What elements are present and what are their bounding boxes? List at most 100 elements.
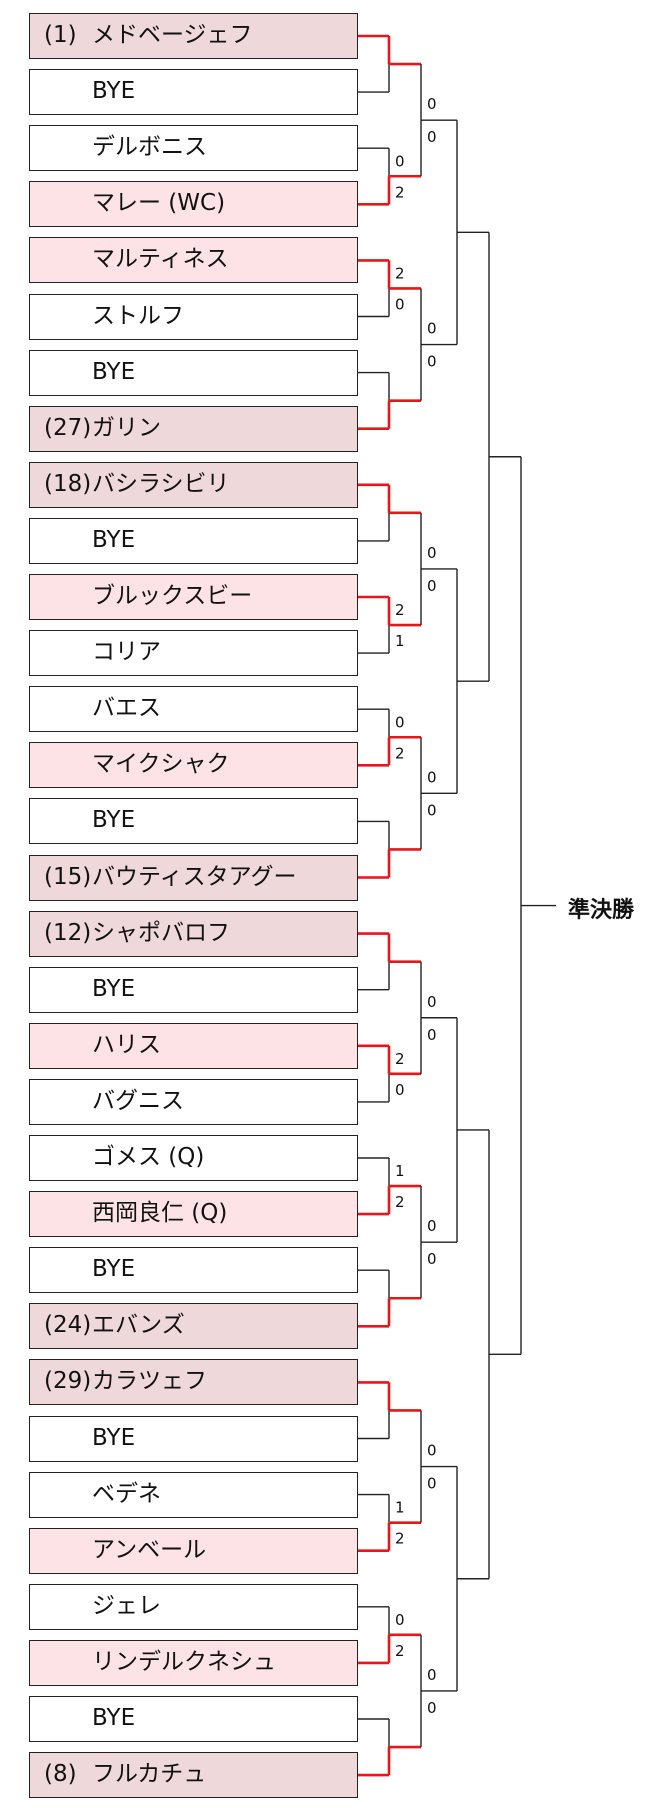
player-entry: BYE <box>29 349 358 396</box>
match-score: 0 <box>427 95 437 113</box>
player-entry: ストルフ <box>29 293 358 340</box>
player-entry: BYE <box>29 798 358 845</box>
player-name: カラツェフ <box>92 1368 207 1395</box>
player-name: 西岡良仁 (Q) <box>92 1200 228 1227</box>
player-name: フルカチュ <box>92 1761 207 1788</box>
match-score: 2 <box>395 264 405 282</box>
player-entry: BYE <box>29 966 358 1013</box>
player-name: アンベール <box>92 1536 207 1563</box>
match-score: 0 <box>427 1250 437 1268</box>
player-entry: (12)シャポバロフ <box>29 910 358 957</box>
player-seed: (27) <box>44 414 92 441</box>
match-score: 0 <box>427 1026 437 1044</box>
player-entry: ハリス <box>29 1022 358 1069</box>
player-entry: ブルックスビー <box>29 574 358 620</box>
match-score: 0 <box>427 1442 437 1460</box>
player-entry: BYE <box>29 1696 358 1742</box>
player-entry: バエス <box>29 686 358 733</box>
player-entry: BYE <box>29 1415 358 1462</box>
match-score: 1 <box>395 632 405 650</box>
player-name: ベデネ <box>92 1480 161 1507</box>
player-name: バシラシビリ <box>92 470 230 497</box>
player-name: BYE <box>92 975 136 1002</box>
match-score: 0 <box>427 1217 437 1235</box>
match-score: 0 <box>395 152 405 170</box>
match-score: 2 <box>395 1530 405 1548</box>
player-name: リンデルクネシュ <box>92 1648 276 1675</box>
player-name: BYE <box>92 1256 136 1283</box>
match-score: 2 <box>395 1642 405 1660</box>
player-entry: (29)カラツェフ <box>29 1359 358 1406</box>
match-score: 1 <box>395 1499 405 1517</box>
player-name: BYE <box>92 526 136 553</box>
player-seed: (8) <box>44 1761 77 1788</box>
match-score: 2 <box>395 1193 405 1211</box>
player-name: デルボニス <box>92 134 207 161</box>
player-seed: (1) <box>44 22 77 48</box>
match-score: 0 <box>427 577 437 595</box>
player-entry: ベデネ <box>29 1471 358 1518</box>
semifinal-label: 準決勝 <box>568 897 635 923</box>
match-score: 0 <box>427 1699 437 1717</box>
player-entry: デルボニス <box>29 125 358 172</box>
match-score: 0 <box>395 1611 405 1629</box>
match-score: 0 <box>395 1081 405 1099</box>
match-score: 2 <box>395 1050 405 1068</box>
player-entry: アンベール <box>29 1527 358 1574</box>
player-entry: BYE <box>29 517 358 564</box>
player-entry: BYE <box>29 69 358 116</box>
player-entry: バグニス <box>29 1078 358 1125</box>
player-name: バグニス <box>92 1087 184 1114</box>
player-entry: マイクシャク <box>29 742 358 789</box>
player-entry: (24)エバンズ <box>29 1303 358 1350</box>
player-entry: ジェレ <box>29 1583 358 1630</box>
match-score: 2 <box>395 744 405 762</box>
match-score: 0 <box>427 1666 437 1684</box>
player-seed: (12) <box>44 919 92 946</box>
match-score: 0 <box>427 353 437 371</box>
player-seed: (29) <box>44 1368 92 1395</box>
player-entry: マレー (WC) <box>29 181 358 228</box>
player-name: BYE <box>92 78 136 105</box>
match-score: 0 <box>427 544 437 562</box>
player-name: マルティネス <box>92 246 229 273</box>
player-entry: (8) フルカチュ <box>29 1752 358 1799</box>
player-entry: (15)バウティスタアグー <box>29 854 358 901</box>
player-name: コリア <box>92 639 161 666</box>
match-score: 0 <box>395 713 405 731</box>
match-score: 2 <box>395 183 405 201</box>
match-score: 0 <box>395 295 405 313</box>
player-entry: (27)ガリン <box>29 405 358 452</box>
player-entry: コリア <box>29 630 358 677</box>
player-entry: (18)バシラシビリ <box>29 461 358 508</box>
match-score: 0 <box>427 768 437 786</box>
player-entry: マルティネス <box>29 237 358 284</box>
player-entry: (1) メドベージェフ <box>29 13 358 59</box>
player-name: マレー (WC) <box>92 190 226 217</box>
match-score: 0 <box>427 128 437 146</box>
player-name: ストルフ <box>92 302 184 329</box>
player-seed: (24) <box>44 1312 92 1339</box>
player-seed: (18) <box>44 470 92 497</box>
player-name: BYE <box>92 1424 136 1451</box>
player-name: エバンズ <box>92 1312 185 1339</box>
player-seed: (15) <box>44 863 92 890</box>
player-name: メドベージェフ <box>92 22 253 48</box>
player-name: BYE <box>92 358 136 385</box>
player-entry: ゴメス (Q) <box>29 1135 358 1181</box>
player-name: BYE <box>92 1705 136 1731</box>
match-score: 0 <box>427 1475 437 1493</box>
match-score: 1 <box>395 1162 405 1180</box>
match-score: 0 <box>427 320 437 338</box>
player-name: ガリン <box>92 414 161 441</box>
match-score: 0 <box>427 993 437 1011</box>
player-entry: リンデルクネシュ <box>29 1639 358 1686</box>
player-name: マイクシャク <box>92 751 230 778</box>
player-name: ブルックスビー <box>92 583 253 609</box>
player-name: ゴメス (Q) <box>92 1144 205 1170</box>
player-name: ハリス <box>92 1031 161 1058</box>
match-score: 2 <box>395 601 405 619</box>
player-entry: BYE <box>29 1247 358 1294</box>
player-name: ジェレ <box>92 1592 161 1619</box>
player-name: バウティスタアグー <box>92 863 297 890</box>
